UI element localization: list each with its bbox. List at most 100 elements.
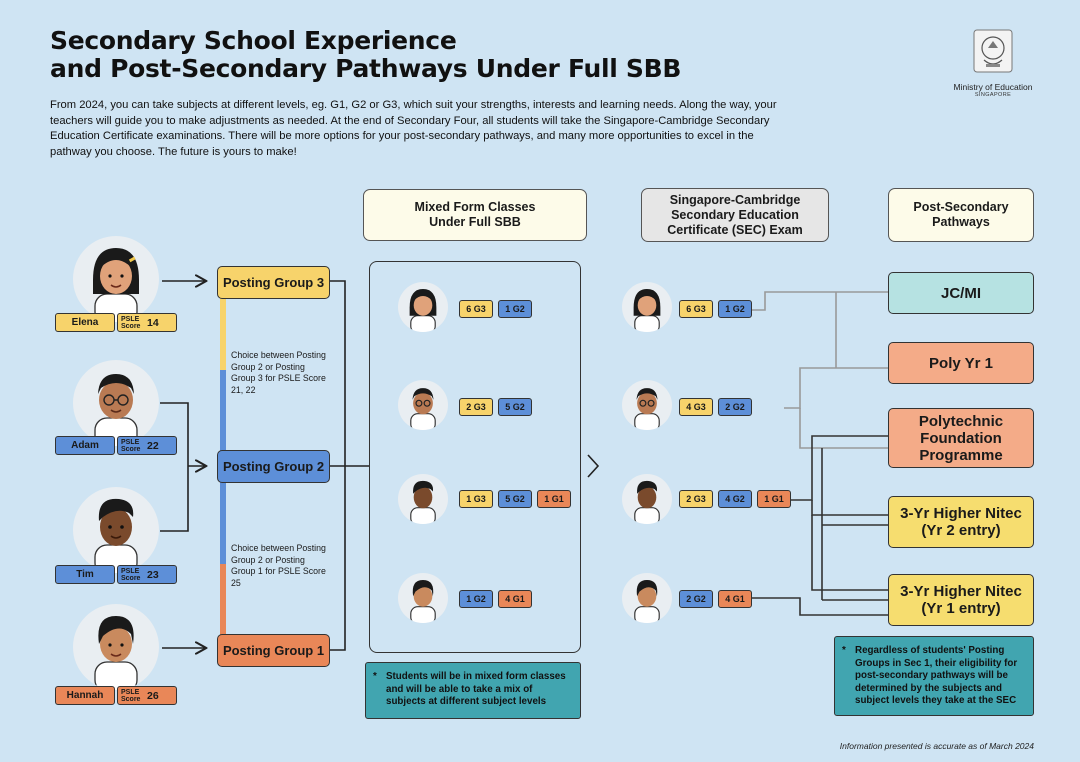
header-sec-line-1: Singapore-Cambridge [669, 192, 801, 207]
boy-avatar-icon [634, 480, 660, 524]
header-post-secondary: Post-Secondary Pathways [888, 188, 1034, 242]
pathway-nitec-yr2-line-2: (Yr 2 entry) [921, 522, 1001, 539]
psle-tag-adam: PSLE Score 22 [117, 436, 177, 455]
header-mixed-text: Mixed Form Classes Under Full SBB [414, 200, 536, 229]
posting-group-2: Posting Group 2 [217, 450, 330, 483]
sec-chip-g1: 1 G1 [757, 490, 791, 508]
eligibility-note-text: Regardless of students' Posting Groups i… [855, 645, 1018, 706]
boy-avatar-icon [94, 498, 138, 573]
header-sec-line-3: Certificate (SEC) Exam [667, 222, 803, 237]
pathway-nitec-yr1-line-1: 3-Yr Higher Nitec [900, 583, 1022, 600]
note-star: * [842, 645, 846, 656]
boy-avatar-icon [410, 480, 436, 524]
mixed-classes-note: * Students will be in mixed form classes… [365, 662, 581, 719]
bar-pg3 [220, 298, 226, 370]
mixed-chip-g3: 1 G3 [459, 490, 493, 508]
girl-ponytail-avatar-icon [410, 579, 436, 623]
sec-chip-g3: 4 G3 [679, 398, 713, 416]
mixed-chip-g1: 1 G1 [537, 490, 571, 508]
psle-tag-tim: PSLE Score 23 [117, 565, 177, 584]
note-star: * [373, 671, 377, 682]
sec-chip-g2: 4 G2 [718, 490, 752, 508]
mixed-chip-g3: 6 G3 [459, 300, 493, 318]
name-tag-hannah: Hannah [55, 686, 115, 705]
girl-avatar-icon [409, 288, 437, 332]
name-tag-adam: Adam [55, 436, 115, 455]
moe-logo: Ministry of Education SINGAPORE [940, 28, 1046, 98]
mixed-classes-box [369, 261, 581, 653]
psle-score: 22 [147, 439, 159, 452]
mixed-chip-g2: 5 G2 [498, 398, 532, 416]
mixed-avatar-tim [398, 474, 448, 524]
title-line-1: Secondary School Experience [50, 26, 457, 55]
pathway-pfp-line-2: Foundation [920, 429, 1002, 447]
girl-ponytail-avatar-icon [634, 579, 660, 623]
choice-note-upper: Choice between Posting Group 2 or Postin… [231, 350, 326, 395]
mixed-chip-g2: 1 G2 [459, 590, 493, 608]
eligibility-note: * Regardless of students' Posting Groups… [834, 636, 1034, 716]
pathway-nitec-yr1: 3-Yr Higher Nitec (Yr 1 entry) [888, 574, 1034, 626]
avatar-hannah [73, 604, 159, 690]
avatar-adam [73, 360, 159, 446]
name-tag-tim: Tim [55, 565, 115, 584]
crest-icon [973, 29, 1013, 73]
header-mixed-classes: Mixed Form Classes Under Full SBB [363, 189, 587, 241]
pathway-poly-yr1: Poly Yr 1 [888, 342, 1034, 384]
psle-score: 26 [147, 689, 159, 702]
sec-chip-g2: 1 G2 [718, 300, 752, 318]
ministry-name: Ministry of Education [953, 82, 1033, 92]
sec-chip-g3: 6 G3 [679, 300, 713, 318]
sec-chip-g3: 2 G3 [679, 490, 713, 508]
psle-label: PSLE Score [121, 688, 141, 703]
ministry-country: SINGAPORE [974, 92, 1012, 98]
pathway-poly-label: Poly Yr 1 [929, 354, 993, 372]
mixed-avatar-hannah [398, 573, 448, 623]
pathway-jc-mi: JC/MI [888, 272, 1034, 314]
bar-pg1 [220, 564, 226, 636]
pathway-pfp: Polytechnic Foundation Programme [888, 408, 1034, 468]
mixed-chip-g3: 2 G3 [459, 398, 493, 416]
girl-avatar-icon [633, 288, 661, 332]
psle-label: PSLE Score [121, 315, 141, 330]
pathway-nitec-yr2-line-1: 3-Yr Higher Nitec [900, 505, 1022, 522]
page-title: Secondary School Experience and Post-Sec… [50, 27, 681, 83]
girl-ponytail-avatar-icon [94, 616, 138, 690]
intro-paragraph: From 2024, you can take subjects at diff… [50, 99, 777, 158]
mixed-note-text: Students will be in mixed form classes a… [386, 671, 566, 707]
boy-glasses-avatar-icon [634, 388, 660, 430]
name-tag-elena: Elena [55, 313, 115, 332]
pathway-pfp-line-1: Polytechnic [918, 412, 1004, 430]
header-sec-exam: Singapore-Cambridge Secondary Education … [641, 188, 829, 242]
sec-avatar-hannah [622, 573, 672, 623]
psle-tag-hannah: PSLE Score 26 [117, 686, 177, 705]
mixed-avatar-elena [398, 282, 448, 332]
sec-chip-g2: 2 G2 [718, 398, 752, 416]
choice-note-lower: Choice between Posting Group 2 or Postin… [231, 543, 326, 588]
psle-label: PSLE Score [121, 567, 141, 582]
pathway-nitec-yr2: 3-Yr Higher Nitec (Yr 2 entry) [888, 496, 1034, 548]
mixed-avatar-adam [398, 380, 448, 430]
pathway-pfp-line-3: Programme [919, 446, 1003, 464]
footer-note: Information presented is accurate as of … [839, 741, 1034, 751]
avatar-tim [73, 487, 159, 573]
avatar-elena [73, 236, 159, 322]
sec-avatar-tim [622, 474, 672, 524]
posting-group-3: Posting Group 3 [217, 266, 330, 299]
mixed-chip-g1: 4 G1 [498, 590, 532, 608]
boy-glasses-avatar-icon [94, 374, 138, 446]
title-line-2: and Post-Secondary Pathways Under Full S… [50, 54, 682, 83]
mixed-chip-g2: 1 G2 [498, 300, 532, 318]
posting-group-1: Posting Group 1 [217, 634, 330, 667]
sec-avatar-elena [622, 282, 672, 332]
girl-avatar-icon [93, 248, 139, 322]
sec-chip-g1: 4 G1 [718, 590, 752, 608]
psle-label: PSLE Score [121, 438, 141, 453]
boy-glasses-avatar-icon [410, 388, 436, 430]
sec-avatar-adam [622, 380, 672, 430]
header-post-line-2: Pathways [932, 215, 990, 229]
pathway-jc-label: JC/MI [940, 284, 981, 302]
sec-chip-g2: 2 G2 [679, 590, 713, 608]
psle-tag-elena: PSLE Score 14 [117, 313, 177, 332]
psle-score: 14 [147, 316, 159, 329]
mixed-chip-g2: 5 G2 [498, 490, 532, 508]
